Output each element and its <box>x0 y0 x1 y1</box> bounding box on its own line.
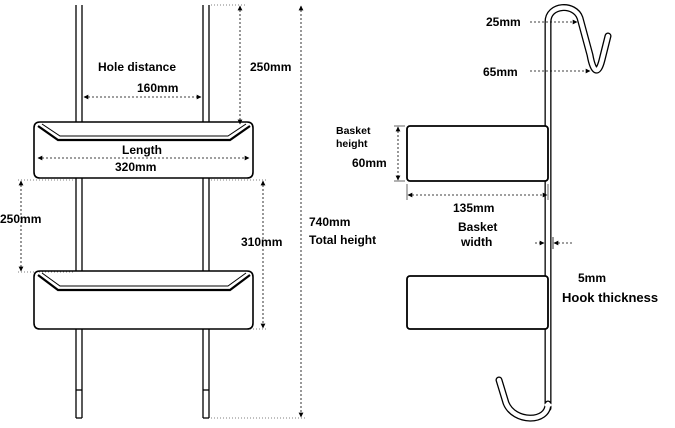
top-basket <box>33 121 254 179</box>
hook-thickness-value: 5mm <box>578 271 606 285</box>
basket-width-dimension: 135mm Basket width <box>406 184 549 249</box>
left-spacing-dimension: 250mm <box>0 179 73 273</box>
hole-distance-value: 160mm <box>137 81 178 95</box>
basket-height-dimension: Basket height 60mm <box>336 125 405 182</box>
hook-top-width-dimension: 25mm <box>486 15 578 29</box>
basket-gap-value: 310mm <box>241 235 282 249</box>
side-bottom-basket <box>406 275 549 330</box>
side-top-basket <box>406 125 549 182</box>
basket-width-value: 135mm <box>453 201 494 215</box>
front-view: Hole distance 160mm Length 320mm 250mm 2… <box>0 4 376 419</box>
left-rod <box>75 5 83 419</box>
basket-width-label-1: Basket <box>458 220 497 234</box>
hole-distance-label: Hole distance <box>98 60 176 74</box>
hook-thickness-dimension: 5mm Hook thickness <box>535 237 658 305</box>
length-dimension: Length 320mm <box>37 143 250 174</box>
hook-depth-value: 65mm <box>483 65 518 79</box>
basket-height-label-1: Basket <box>336 125 371 137</box>
basket-height-value: 60mm <box>352 156 387 170</box>
length-value: 320mm <box>115 160 156 174</box>
total-height-label: Total height <box>309 233 376 247</box>
hook-thickness-label: Hook thickness <box>562 290 658 305</box>
basket-width-label-2: width <box>460 235 492 249</box>
basket-height-label-2: height <box>336 138 368 150</box>
hook <box>495 4 612 422</box>
bottom-basket <box>33 270 254 330</box>
total-height-value: 740mm <box>309 215 350 229</box>
top-spacing-value: 250mm <box>250 60 291 74</box>
basket-gap-dimension: 310mm <box>211 179 282 330</box>
hook-depth-dimension: 65mm <box>483 65 591 79</box>
hook-top-width-value: 25mm <box>486 15 521 29</box>
total-height-dimension: 740mm Total height <box>211 5 376 419</box>
right-rod <box>202 5 210 419</box>
length-label: Length <box>122 143 162 157</box>
left-spacing-value: 250mm <box>0 212 41 226</box>
top-spacing-dimension: 250mm <box>211 4 291 125</box>
hole-distance-dimension: Hole distance 160mm <box>83 60 202 100</box>
side-view: 25mm 65mm Basket height 60mm 135mm Baske… <box>336 4 658 422</box>
